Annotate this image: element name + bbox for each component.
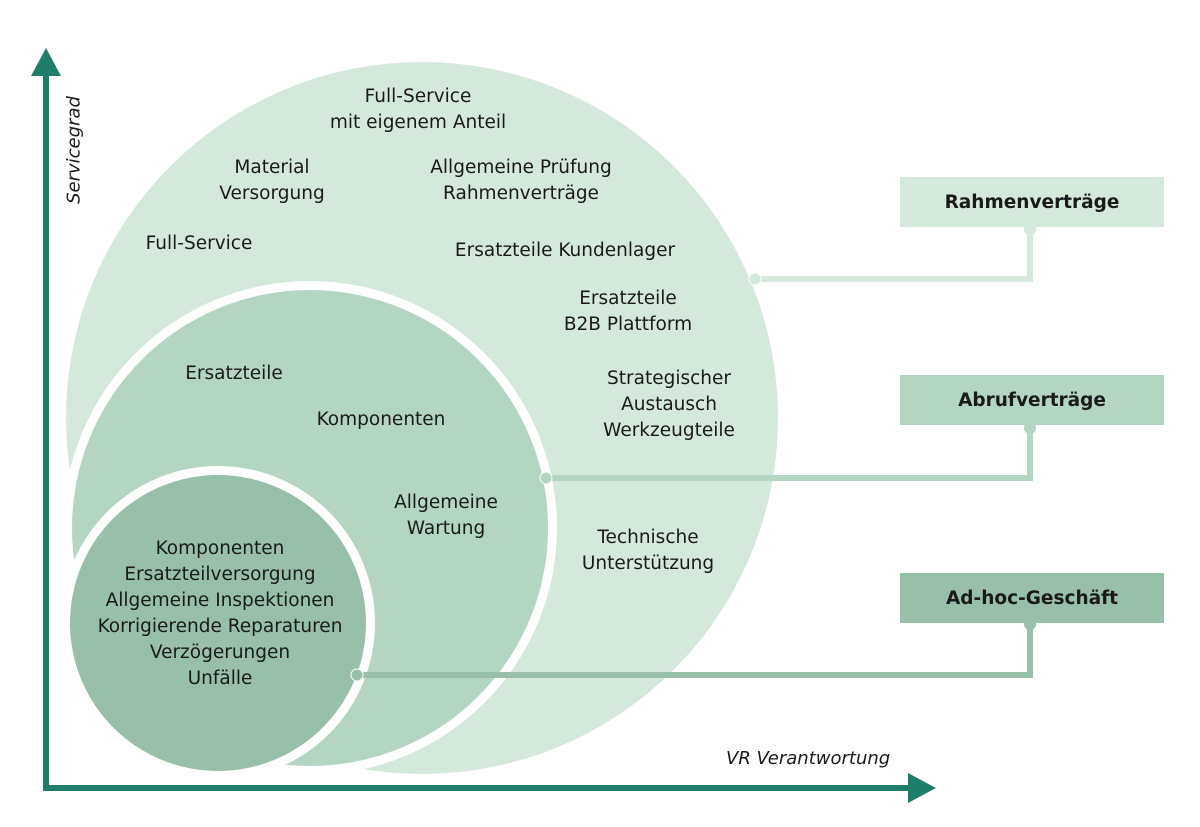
label-full-service: Full-Service [145,233,253,254]
connector-rahmenvertraege [755,228,1033,282]
label-ersatzteile: Ersatzteile [185,363,283,384]
connector-dot-middle [539,471,553,485]
box-rahmenvertraege: Rahmenverträge [900,177,1164,227]
inner-circle-fill [70,475,366,771]
label-allgemeine-wartung: Allgemeine Wartung [394,492,498,539]
connector-dot-inner [350,668,364,682]
connector-adhoc [357,624,1033,678]
connector-dot-outer [748,272,762,286]
y-axis-label: Servicegrad [63,96,85,204]
label-full-service-eigenanteil: Full-Service mit eigenem Anteil [329,86,507,133]
label-technische-unterstuetzung: Technische Unterstützung [581,527,715,574]
x-axis-label: VR Verantwortung [726,748,891,769]
label-material-versorgung: Material Versorgung [219,157,325,204]
label-ersatzteile-b2b: Ersatzteile B2B Plattform [563,288,693,335]
label-strategischer-austausch: Strategischer Austausch Werkzeugteile [603,368,735,441]
connector-abrufvertraege [546,428,1033,481]
connector-dot-middle-box [1024,422,1036,434]
label-allgemeine-pruefung: Allgemeine Prüfung Rahmenverträge [430,157,612,204]
box-abrufvertraege: Abrufverträge [900,375,1164,425]
x-axis-arrow [908,773,936,803]
box-adhoc-geschaeft: Ad-hoc-Geschäft [900,573,1164,623]
y-axis-arrow [31,48,61,76]
label-komponenten: Komponenten [316,409,446,430]
label-inner-items: Komponenten Ersatzteilversorgung Allgeme… [97,538,343,689]
label-ersatzteile-kundenlager: Ersatzteile Kundenlager [454,240,676,261]
